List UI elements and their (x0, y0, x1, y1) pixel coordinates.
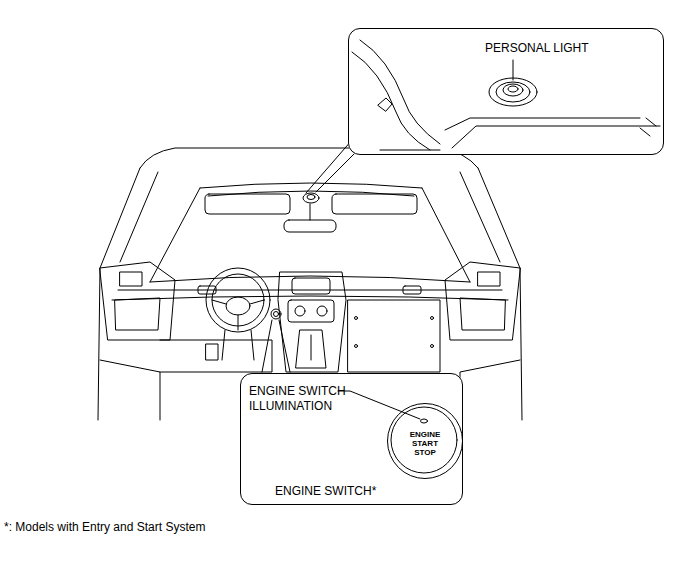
engine-switch-button: ENGINE START STOP (387, 403, 463, 479)
inset-callout-box: PERSONAL LIGHT (348, 28, 664, 155)
inset-callout-box: ENGINE SWITCH ILLUMINATION ENGINE SWITCH*… (240, 373, 463, 505)
footnote: *: Models with Entry and Start System (4, 520, 205, 534)
part-label: PERSONAL LIGHT (485, 41, 655, 56)
part-label: ENGINE SWITCH* (275, 484, 425, 499)
button-text: ENGINE START STOP (407, 431, 443, 457)
part-label: ENGINE SWITCH ILLUMINATION (249, 384, 349, 414)
